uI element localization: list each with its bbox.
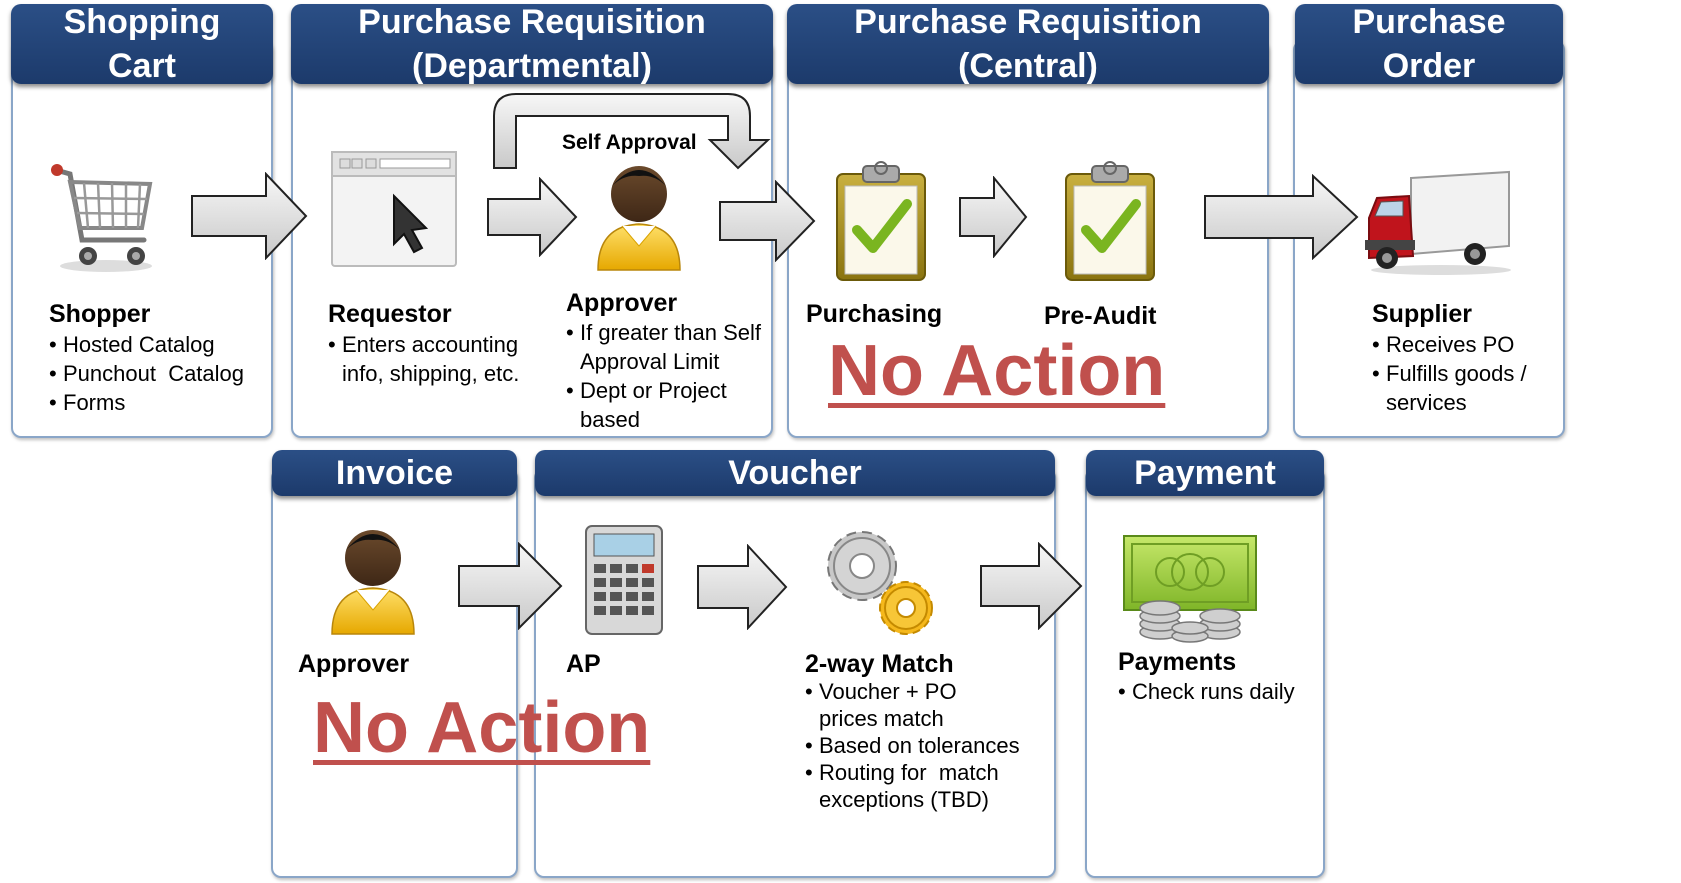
shopping-cart-icon: [51, 164, 153, 272]
flow-arrow: [980, 542, 1083, 630]
header-voucher-text: Voucher: [728, 454, 862, 492]
flow-arrow: [458, 542, 563, 630]
shopper-role: Shopper: [49, 300, 151, 328]
header-purchase-order-text: Purchase Order: [1352, 3, 1506, 85]
purchasing-role: Purchasing: [806, 300, 943, 328]
self-approval-label: Self Approval: [562, 131, 697, 154]
header-pr-central-text: Purchase Requisition (Central): [854, 3, 1202, 85]
ap-role: AP: [566, 650, 601, 678]
header-voucher: Voucher: [535, 450, 1055, 496]
flow-arrow: [487, 177, 578, 257]
header-payment-text: Payment: [1134, 454, 1276, 492]
flow-arrow: [191, 172, 308, 260]
invoice-approver-person-icon: [331, 530, 415, 635]
delivery-truck-icon: [1365, 170, 1511, 275]
header-shopping-cart-text: Shopping Cart: [63, 3, 221, 85]
preaudit-clipboard-icon: [1065, 161, 1155, 281]
shopper-bullet: Hosted Catalog: [49, 330, 264, 359]
invoice-approver-role: Approver: [298, 650, 410, 678]
approver-person-icon: [597, 166, 681, 271]
flow-arrow: [697, 544, 788, 630]
shopper-bullet: Forms: [49, 388, 264, 417]
header-pr-central: Purchase Requisition (Central): [787, 3, 1269, 85]
flow-arrow: [1204, 174, 1359, 260]
shopper-bullet: Punchout Catalog: [49, 359, 264, 388]
requestor-bullets: Enters accounting info, shipping, etc.: [328, 330, 528, 388]
approver-bullets: If greater than Self Approval Limit Dept…: [566, 318, 766, 434]
header-invoice-text: Invoice: [335, 454, 454, 492]
no-action-central-label: No Action: [828, 331, 1166, 411]
header-pr-departmental: Purchase Requisition (Departmental): [291, 3, 773, 85]
match-bullet: Voucher + PO prices match: [805, 678, 979, 732]
header-shopping-cart: Shopping Cart: [11, 3, 273, 85]
supplier-bullet: Fulfills goods / services: [1372, 359, 1536, 417]
supplier-bullet: Receives PO: [1372, 330, 1552, 359]
payment-bullet: Check runs daily: [1118, 677, 1318, 706]
payment-bullets: Check runs daily: [1118, 677, 1318, 706]
requestor-bullet: Enters accounting info, shipping, etc.: [328, 330, 528, 388]
match-bullet: Based on tolerances: [805, 732, 1045, 759]
money-payment-icon: [1123, 535, 1257, 643]
match-role: 2-way Match: [805, 650, 954, 678]
no-action-invoice-label: No Action: [313, 688, 651, 768]
approver-role: Approver: [566, 289, 678, 317]
supplier-bullets: Receives PO Fulfills goods / services: [1372, 330, 1552, 417]
requestor-role: Requestor: [328, 300, 452, 328]
self-approval-loop-arrow: [493, 93, 771, 170]
calculator-icon: [585, 525, 663, 635]
approver-bullet: If greater than Self Approval Limit: [566, 318, 766, 376]
purchasing-clipboard-icon: [836, 161, 926, 281]
supplier-role: Supplier: [1372, 300, 1473, 328]
payments-role: Payments: [1118, 648, 1237, 676]
shopper-bullets: Hosted Catalog Punchout Catalog Forms: [49, 330, 264, 417]
gears-icon: [827, 531, 933, 635]
header-invoice: Invoice: [272, 450, 517, 496]
match-bullets: Voucher + PO prices match Based on toler…: [805, 678, 1045, 813]
flow-arrow: [959, 176, 1028, 258]
approver-bullet: Dept or Project based: [566, 376, 750, 434]
header-payment: Payment: [1086, 450, 1324, 496]
header-purchase-order: Purchase Order: [1295, 3, 1563, 85]
match-bullet: Routing for match exceptions (TBD): [805, 759, 1019, 813]
browser-window-icon: [331, 151, 457, 267]
panel-invoice: [271, 468, 518, 878]
flow-arrow: [719, 180, 816, 262]
header-pr-departmental-text: Purchase Requisition (Departmental): [358, 3, 706, 85]
preaudit-role: Pre-Audit: [1044, 302, 1157, 330]
